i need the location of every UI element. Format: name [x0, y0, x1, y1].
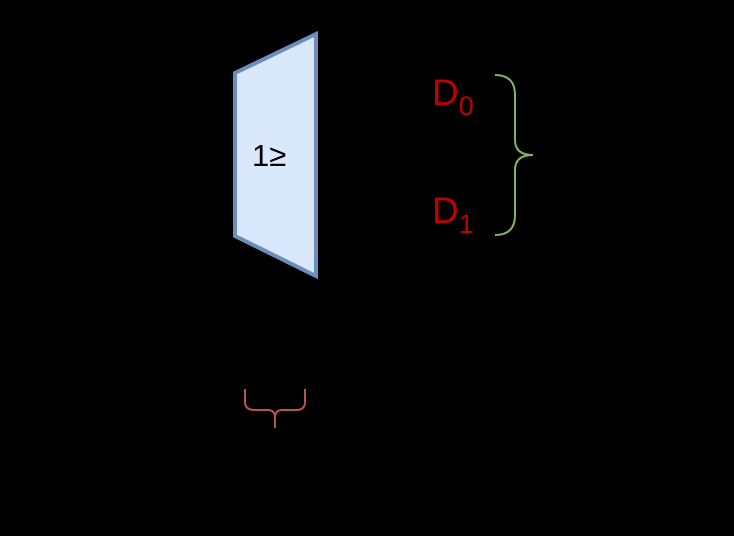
input-index: 0: [458, 91, 474, 121]
select-brace-icon: [244, 389, 306, 428]
input-letter: D: [432, 72, 459, 113]
input-brace-icon: [494, 74, 534, 236]
multiplexer-label: 1≥: [252, 138, 287, 173]
input-index: 1: [458, 209, 474, 239]
input-label-d0: D0: [432, 72, 474, 122]
input-letter: D: [432, 190, 459, 231]
input-label-d1: D1: [432, 190, 474, 240]
multiplexer-shape: [233, 30, 318, 280]
